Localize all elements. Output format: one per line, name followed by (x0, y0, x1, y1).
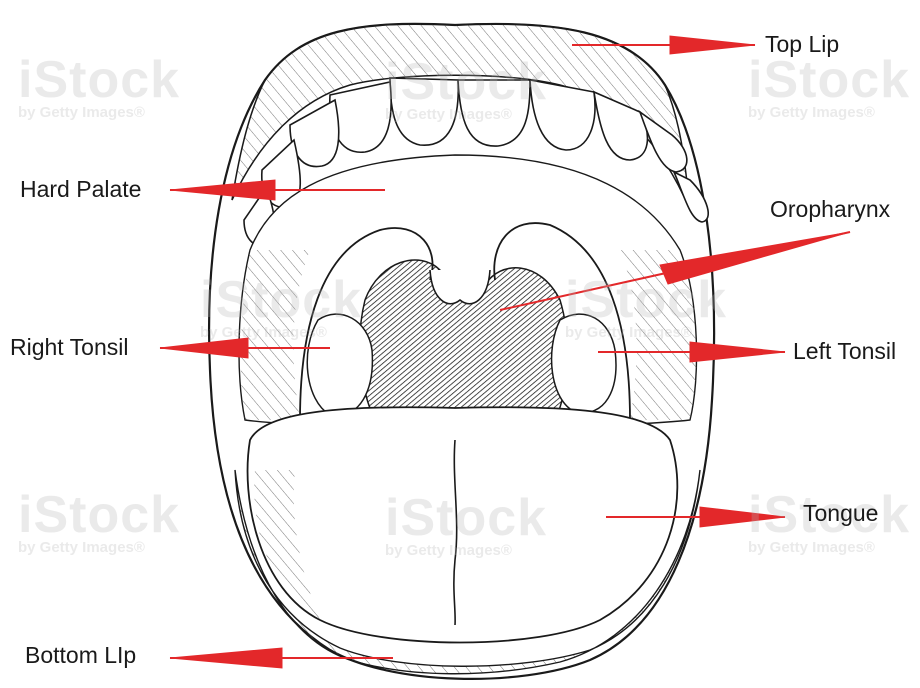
uvula (430, 270, 490, 304)
label-top-lip: Top Lip (765, 31, 839, 58)
arrowhead-oropharynx (660, 232, 850, 284)
left-tonsil-shape (552, 314, 616, 413)
arrowhead-right-tonsil (160, 338, 248, 358)
right-tonsil-shape (307, 314, 372, 415)
label-left-tonsil: Left Tonsil (793, 338, 896, 365)
arrowhead-hard-palate (170, 180, 275, 200)
label-oropharynx: Oropharynx (770, 196, 890, 223)
arrowhead-tongue (700, 507, 785, 527)
label-bottom-lip: Bottom LIp (25, 642, 136, 669)
label-tongue: Tongue (803, 500, 878, 527)
arrowhead-left-tonsil (690, 342, 785, 362)
arrowhead-top-lip (670, 36, 755, 54)
label-right-tonsil: Right Tonsil (10, 334, 128, 361)
label-hard-palate: Hard Palate (20, 176, 141, 203)
arrowhead-bottom-lip (170, 648, 282, 668)
